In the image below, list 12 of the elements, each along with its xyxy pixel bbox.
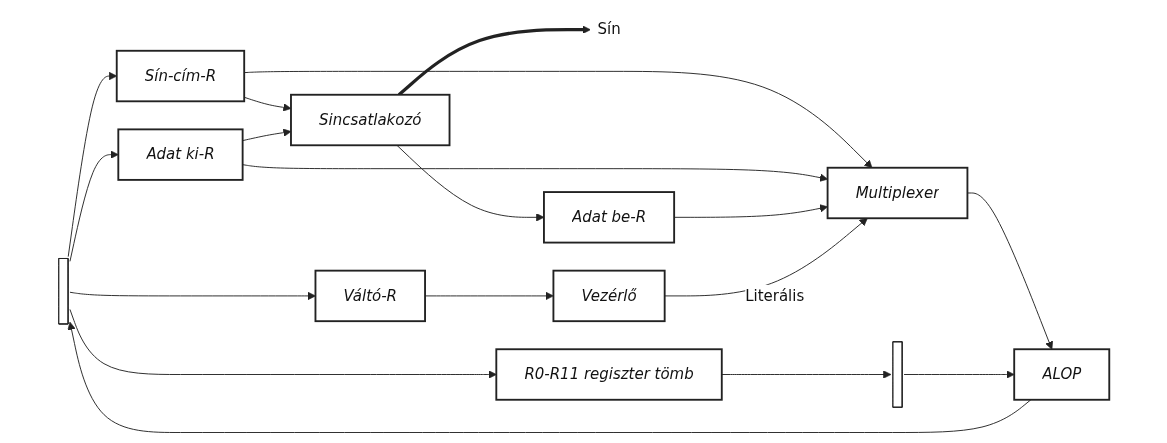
node-box: R0-R11 regiszter tömb	[494, 347, 723, 401]
node-box: Sín-cím-R	[115, 49, 245, 102]
node-text: Sín	[596, 19, 621, 38]
node-box: Adat ki-R	[116, 127, 244, 181]
edge-label: Literális	[744, 286, 804, 304]
node-box: Multiplexer	[826, 166, 968, 219]
node-box: Adat be-R	[542, 190, 675, 243]
node-box: Váltó-R	[314, 269, 426, 322]
arrow	[397, 25, 591, 96]
node-box: Sincsatlakozó	[289, 93, 450, 146]
node-box: Vezérlő	[552, 269, 666, 322]
node-box: ALOP	[1012, 347, 1110, 401]
